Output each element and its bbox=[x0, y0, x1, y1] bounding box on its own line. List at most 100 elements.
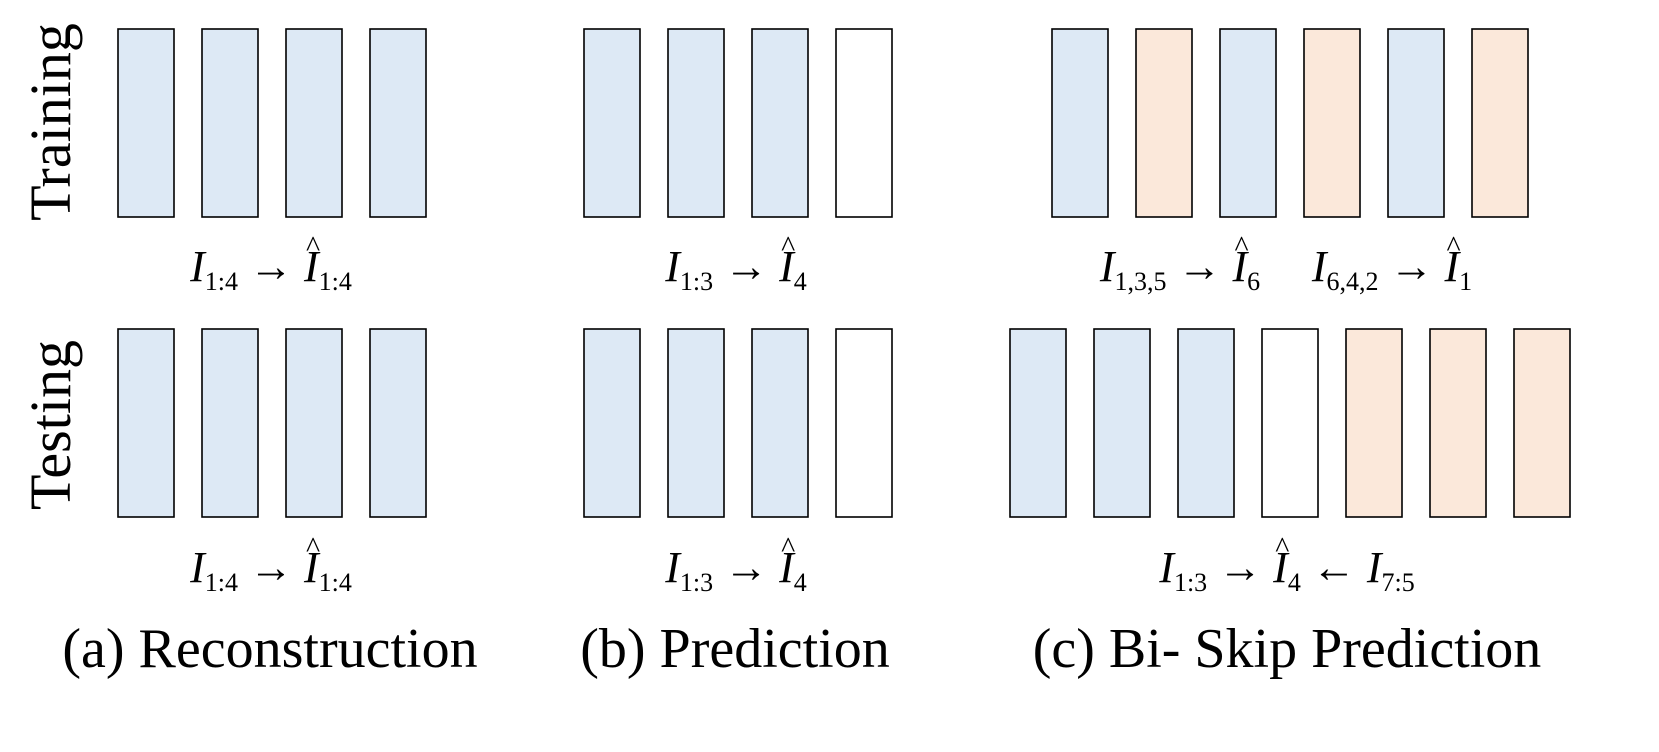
hat-accent-icon: ^ bbox=[1275, 531, 1289, 564]
formula-arrow: → bbox=[1379, 242, 1445, 291]
formula-input-symbol: I bbox=[1311, 242, 1329, 291]
formula-output-symbol: I bbox=[303, 543, 321, 592]
panel-b-training-formula: I1:3 → I4^ bbox=[664, 230, 807, 296]
frame-a-training-2 bbox=[201, 28, 259, 218]
formula-arrow-backward: ← bbox=[1301, 543, 1367, 592]
formula-output-subscript: 4 bbox=[794, 568, 807, 597]
formula-b-testing-1: I1:3 → I4 bbox=[664, 543, 807, 597]
panel-a-training-frames bbox=[117, 28, 427, 218]
formula-backward-subscript: 7:5 bbox=[1381, 568, 1414, 597]
hat-accent-icon: ^ bbox=[306, 531, 320, 564]
formula-input-subscript: 1:3 bbox=[680, 267, 713, 296]
formula-c-testing-1: I1:3 → I4 ← I7:5 bbox=[1158, 543, 1414, 597]
frame-b-testing-4 bbox=[835, 328, 893, 518]
hat-accent-icon: ^ bbox=[781, 531, 795, 564]
formula-input-subscript: 1:3 bbox=[680, 568, 713, 597]
formula-input-symbol: I bbox=[189, 543, 207, 592]
frame-c-testing-4 bbox=[1261, 328, 1319, 518]
formula-input-subscript: 6,4,2 bbox=[1327, 267, 1379, 296]
formula-output-subscript: 4 bbox=[794, 267, 807, 296]
formula-arrow: → bbox=[238, 543, 304, 592]
formula-input-subscript: 1:4 bbox=[205, 267, 238, 296]
formula-input-symbol: I bbox=[1158, 543, 1176, 592]
formula-input-symbol: I bbox=[664, 543, 682, 592]
frame-c-testing-5 bbox=[1345, 328, 1403, 518]
panel-b-testing-formula: I1:3 → I4^ bbox=[664, 531, 807, 597]
frame-c-testing-2 bbox=[1093, 328, 1151, 518]
frame-b-testing-1 bbox=[583, 328, 641, 518]
formula-arrow: → bbox=[1207, 543, 1273, 592]
hat-accent-icon: ^ bbox=[1235, 230, 1249, 263]
formula-a-training-1: I1:4 → I1:4 bbox=[189, 242, 352, 296]
formula-input-subscript: 1,3,5 bbox=[1115, 267, 1167, 296]
formula-input-subscript: 1:4 bbox=[205, 568, 238, 597]
formula-arrow: → bbox=[238, 242, 304, 291]
frame-c-testing-3 bbox=[1177, 328, 1235, 518]
formula-c-training-2: I6,4,2 → I1 bbox=[1311, 242, 1472, 296]
row-label-testing: Testing bbox=[18, 340, 83, 510]
caption-reconstruction: (a) Reconstruction bbox=[62, 618, 477, 680]
frame-a-training-3 bbox=[285, 28, 343, 218]
formula-output-symbol: I bbox=[1272, 543, 1290, 592]
frame-a-training-1 bbox=[117, 28, 175, 218]
formula-input-symbol: I bbox=[664, 242, 682, 291]
panel-b-testing-frames bbox=[583, 328, 893, 518]
frame-b-testing-2 bbox=[667, 328, 725, 518]
formula-output-subscript: 6 bbox=[1247, 267, 1260, 296]
panel-a-testing-frames bbox=[117, 328, 427, 518]
frame-b-training-2 bbox=[667, 28, 725, 218]
frame-b-training-1 bbox=[583, 28, 641, 218]
frame-c-training-6 bbox=[1471, 28, 1529, 218]
row-label-training: Training bbox=[18, 23, 83, 221]
formula-arrow: → bbox=[713, 543, 779, 592]
panel-b-training-frames bbox=[583, 28, 893, 218]
formula-output-symbol: I bbox=[1232, 242, 1250, 291]
formula-input-subscript: 1:3 bbox=[1174, 568, 1207, 597]
formula-backward-symbol: I bbox=[1366, 543, 1384, 592]
formula-input-symbol: I bbox=[189, 242, 207, 291]
formula-output-subscript: 1:4 bbox=[319, 267, 352, 296]
caption-prediction: (b) Prediction bbox=[580, 618, 889, 680]
formula-arrow: → bbox=[1167, 242, 1233, 291]
hat-accent-icon: ^ bbox=[1447, 230, 1461, 263]
formula-output-subscript: 1:4 bbox=[319, 568, 352, 597]
frame-a-testing-4 bbox=[369, 328, 427, 518]
formula-output-symbol: I bbox=[1444, 242, 1462, 291]
formula-output-symbol: I bbox=[778, 242, 796, 291]
formula-output-symbol: I bbox=[778, 543, 796, 592]
formula-output-subscript: 1 bbox=[1459, 267, 1472, 296]
formula-c-training-1: I1,3,5 → I6 bbox=[1099, 242, 1260, 296]
hat-accent-icon: ^ bbox=[781, 230, 795, 263]
panel-c-testing-formula: I1:3 → I4 ← I7:5^ bbox=[1158, 531, 1414, 597]
formula-output-subscript: 4 bbox=[1288, 568, 1301, 597]
formula-a-testing-1: I1:4 → I1:4 bbox=[189, 543, 352, 597]
frame-c-training-4 bbox=[1303, 28, 1361, 218]
frame-c-testing-6 bbox=[1429, 328, 1487, 518]
hat-accent-icon: ^ bbox=[306, 230, 320, 263]
frame-b-training-4 bbox=[835, 28, 893, 218]
frame-a-testing-3 bbox=[285, 328, 343, 518]
frame-a-testing-2 bbox=[201, 328, 259, 518]
frame-c-testing-7 bbox=[1513, 328, 1571, 518]
panel-c-training-formula: I1,3,5 → I6^I6,4,2 → I1^ bbox=[1099, 230, 1472, 296]
panel-c-training-frames bbox=[1051, 28, 1529, 218]
frame-c-training-2 bbox=[1135, 28, 1193, 218]
frame-c-training-1 bbox=[1051, 28, 1109, 218]
formula-output-symbol: I bbox=[303, 242, 321, 291]
formula-input-symbol: I bbox=[1099, 242, 1117, 291]
frame-c-training-3 bbox=[1219, 28, 1277, 218]
formula-arrow: → bbox=[713, 242, 779, 291]
frame-b-testing-3 bbox=[751, 328, 809, 518]
frame-a-testing-1 bbox=[117, 328, 175, 518]
panel-c-testing-frames bbox=[1009, 328, 1571, 518]
frame-b-training-3 bbox=[751, 28, 809, 218]
panel-a-training-formula: I1:4 → I1:4^ bbox=[189, 230, 352, 296]
frame-a-training-4 bbox=[369, 28, 427, 218]
frame-c-training-5 bbox=[1387, 28, 1445, 218]
frame-c-testing-1 bbox=[1009, 328, 1067, 518]
panel-a-testing-formula: I1:4 → I1:4^ bbox=[189, 531, 352, 597]
caption-bi-skip-prediction: (c) Bi- Skip Prediction bbox=[1033, 618, 1542, 680]
formula-b-training-1: I1:3 → I4 bbox=[664, 242, 807, 296]
